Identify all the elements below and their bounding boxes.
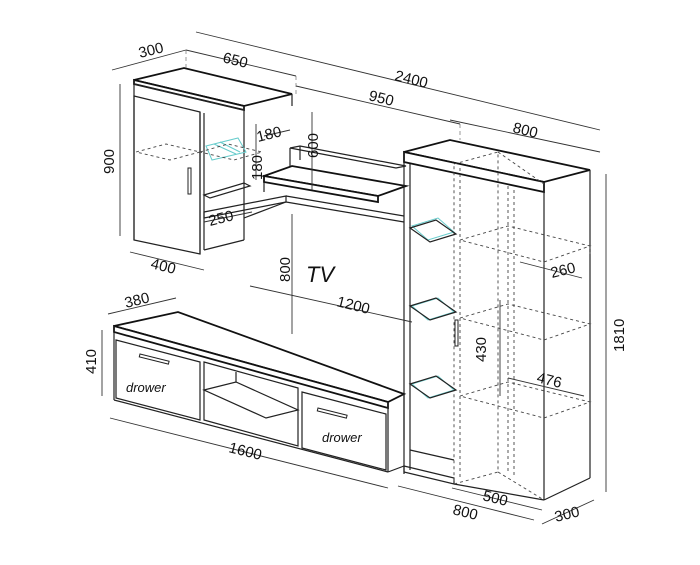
dim-upper-cabinet-depth: 300 [137, 39, 165, 62]
dim-lowboard-depth: 380 [123, 289, 151, 312]
dim-total-width: 2400 [393, 67, 429, 92]
dimension-labels: 300 650 2400 950 800 900 180 180 600 250… [83, 39, 628, 526]
tall-cabinet [403, 139, 592, 501]
dim-upper-cabinet-height: 900 [101, 149, 118, 174]
dim-tv-shelf-width: 950 [367, 87, 395, 110]
dim-shelf-depth: 180 [255, 123, 283, 146]
dim-shelf-height-a: 180 [249, 155, 266, 180]
dim-tall-door-section: 430 [473, 337, 490, 362]
dim-upper-cabinet-base-width: 400 [149, 255, 177, 278]
dim-tv-opening-width: 1200 [335, 293, 371, 318]
lowboard: drower drower [113, 311, 407, 473]
drawer-right-label: drower [322, 430, 362, 445]
dim-tall-cabinet-width: 800 [511, 119, 539, 142]
tv-label: TV [306, 262, 336, 287]
upper-cabinet [133, 67, 293, 255]
dim-lowboard-width: 1600 [227, 439, 263, 464]
dim-tv-clearance: 800 [277, 257, 294, 282]
dim-tall-inner-width: 476 [535, 369, 563, 392]
dim-tall-shelf-depth: 260 [549, 259, 577, 282]
dim-small-shelf-width: 250 [207, 207, 235, 230]
drawer-left-label: drower [126, 380, 166, 395]
dim-tv-shelf-height: 600 [305, 133, 322, 158]
dim-tall-cabinet-height: 1810 [611, 319, 628, 352]
dimension-lines [101, 31, 607, 525]
dim-upper-cabinet-width: 650 [221, 49, 249, 72]
tv-wall-shelf [260, 145, 410, 223]
dim-tall-base-width: 800 [451, 501, 479, 524]
dim-tall-door-width: 500 [481, 487, 509, 510]
dim-tall-depth: 300 [553, 503, 581, 526]
dim-lowboard-height: 410 [83, 349, 100, 374]
